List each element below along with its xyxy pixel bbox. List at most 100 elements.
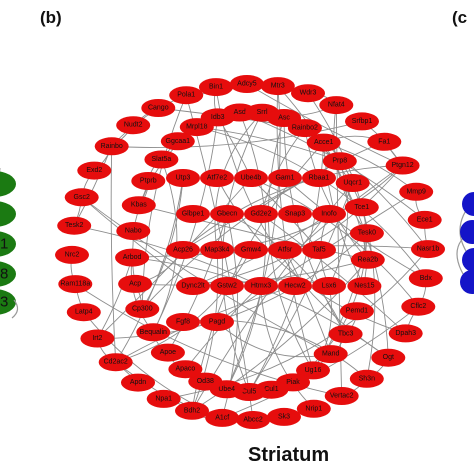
gene-node-label: Snap3 (285, 211, 305, 218)
gene-node-wdr3: Wdr3 (291, 84, 325, 103)
gene-node-shape (260, 77, 295, 96)
gene-node-label: Fa1 (378, 138, 390, 145)
gene-node-sk3: Sk3 (267, 407, 301, 426)
gene-node-snap3: Snap3 (278, 205, 312, 223)
gene-node-nrc2: Nrc2 (55, 245, 89, 264)
gene-node-label: Cul1 (264, 386, 279, 393)
gene-node-label: Ram118a (60, 281, 90, 288)
gene-node-label: Pemd1 (346, 308, 368, 315)
gene-node-shape (166, 313, 200, 331)
gene-node-label: Ptgn12 (392, 162, 414, 169)
gene-node-shape (0, 261, 16, 287)
gene-node-acp: Acp (118, 274, 153, 293)
gene-node-shape (58, 275, 93, 294)
gene-node-shape (121, 373, 155, 392)
gene-node-label: Ogt (383, 354, 394, 361)
gene-node-shape (121, 196, 156, 215)
gene-node-shape (388, 324, 423, 343)
gene-node-label: Nasr1b (417, 246, 440, 253)
gene-node-label: 8 (0, 266, 8, 283)
gene-node-adcy5: Adcy5 (229, 75, 264, 93)
gene-node-shape (296, 361, 330, 380)
gene-node-gmw4: Gmw4 (234, 241, 268, 259)
gene-node-taf5: Taf5 (302, 241, 336, 259)
gene-node-shape (319, 96, 354, 115)
gene-node-shape (200, 313, 234, 331)
gene-node-shape (313, 345, 348, 364)
gene-node-shape (57, 216, 92, 235)
gene-node-label: Hecw2 (284, 283, 306, 290)
gene-node-shape (0, 289, 16, 315)
network-edge (97, 232, 368, 339)
gene-node-label: Ptprb (140, 178, 157, 185)
gene-node-od38: Od38 (188, 372, 223, 391)
gene-node-shape (244, 205, 278, 223)
panel-label-c: (c (452, 8, 468, 27)
network-edge (226, 213, 347, 335)
gene-node-shape (347, 277, 382, 296)
panel-label-b: (b) (40, 8, 62, 27)
gene-node-shape (408, 269, 443, 288)
gene-node-shape (77, 161, 112, 180)
gene-node-label: Tesk2 (65, 222, 83, 229)
network-edge (191, 249, 219, 411)
gene-node-shape (144, 150, 179, 169)
gene-node-shape (166, 241, 200, 259)
gene-node-nudt2: Nudt2 (116, 116, 151, 135)
gene-node-shape (268, 241, 302, 259)
gene-node-label: A1cf (215, 414, 229, 421)
gene-node-shape (116, 116, 151, 135)
gene-node-label: Nes15 (354, 283, 374, 290)
gene-node-fa1: Fa1 (367, 132, 402, 151)
gene-node-label: Gstw2 (217, 283, 237, 290)
gene-node-mmp9: Mmp9 (399, 182, 434, 201)
gene-node-shape (460, 270, 474, 294)
gene-node-shape (141, 99, 176, 117)
gene-node-shape (66, 303, 101, 322)
gene-node-mand: Mand (313, 345, 348, 364)
gene-node-ug16: Ug16 (296, 361, 330, 380)
gene-node-bdx: Bdx (408, 269, 443, 288)
gene-node-label: Arbod (123, 254, 142, 261)
gene-node-irt2: Irt2 (80, 329, 115, 348)
gene-node-cp300: Cp300 (125, 300, 160, 319)
gene-node-label: Ube4 (218, 386, 235, 393)
left-network-fragment: 183 (0, 168, 19, 319)
gene-node-utp3: Utp3 (166, 169, 200, 187)
gene-node-shape (169, 86, 204, 105)
network-edge (260, 213, 407, 334)
gene-node-hecw2: Hecw2 (278, 277, 312, 295)
gene-node-shape (462, 248, 474, 272)
gene-node-shape (116, 222, 151, 240)
gene-node-shape (115, 248, 150, 267)
gene-node-shape (244, 277, 278, 295)
gene-node-label: Slat5a (151, 156, 171, 163)
gene-node-label: Uqcr1 (343, 180, 362, 187)
gene-node-label: Prp8 (332, 158, 347, 165)
gene-node-label: Rea2b (357, 256, 378, 263)
gene-node-label: Ggcaa1 (166, 138, 191, 145)
gene-node-label: Nfat4 (328, 102, 345, 109)
gene-node-label: Inofo (321, 211, 337, 218)
gene-node-a1cf: A1cf (205, 408, 240, 427)
gene-node-shape (175, 401, 209, 420)
gene-node-bequalin: Bequalin (136, 323, 171, 342)
gene-node-label: Apoe (160, 349, 176, 356)
gene-node-shape (0, 201, 16, 227)
gene-node-label: Exd2 (86, 167, 102, 174)
gene-node-shape (335, 174, 370, 192)
gene-node-ube4b: Ube4b (234, 169, 268, 187)
gene-node-shape (350, 250, 385, 269)
gene-node-shape (267, 407, 301, 426)
gene-node-label: Nrc2 (65, 251, 80, 258)
gene-node-dync2lt: Dync2lt (176, 277, 210, 295)
gene-node-shape (131, 172, 166, 190)
gene-node-shape (339, 302, 374, 321)
gene-node-label: Asc (278, 115, 290, 122)
gene-node-pola1: Pola1 (169, 86, 204, 105)
gene-node-label: Utp3 (176, 175, 191, 182)
gene-node-label: Ube4b (241, 175, 262, 182)
gene-node-shape (210, 205, 244, 223)
gene-node-tesk2: Tesk2 (57, 216, 92, 235)
